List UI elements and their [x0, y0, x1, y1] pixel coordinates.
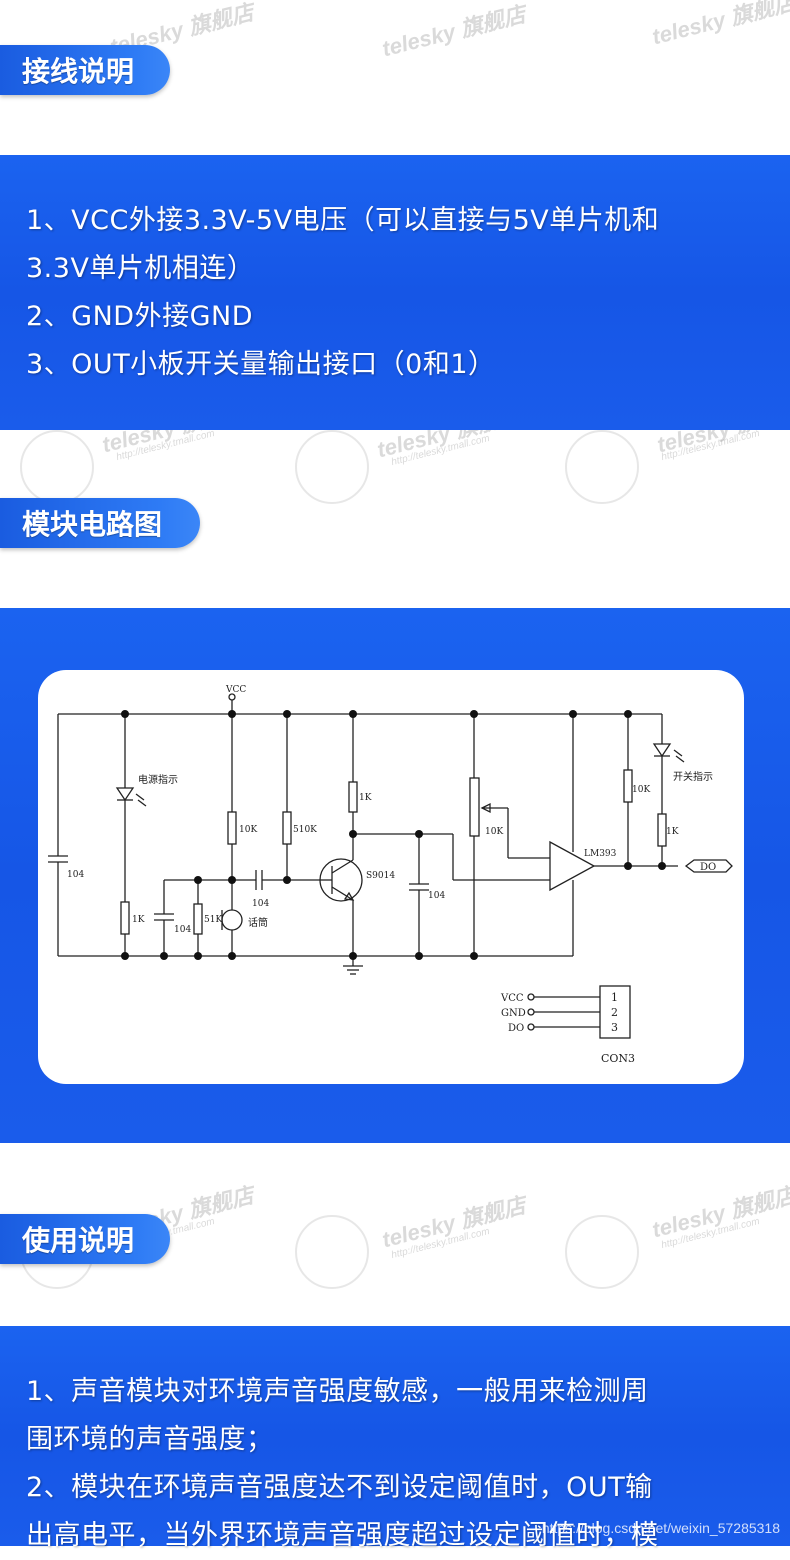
- label-mic: 话筒: [248, 916, 268, 929]
- label-pin2: 2: [611, 1006, 618, 1019]
- watermark-brand: telesky 旗舰店: [379, 1192, 528, 1253]
- label-conn-vcc: VCC: [500, 993, 524, 1004]
- label-cap-series: 104: [252, 899, 269, 909]
- label-cap-right: 104: [428, 891, 445, 901]
- watermark-brand: telesky 旗舰店: [649, 1182, 790, 1243]
- watermark-logo: [565, 430, 639, 504]
- wiring-line: 1、VCC外接3.3V-5V电压（可以直接与5V单片机和: [26, 205, 660, 236]
- label-r-1k-top: 1K: [359, 793, 372, 803]
- label-r-510k: 510K: [293, 825, 317, 835]
- watermark-brand: telesky 旗舰店: [379, 1, 528, 62]
- label-vcc: VCC: [225, 685, 246, 695]
- label-comparator: LM393: [584, 849, 617, 859]
- wiring-line: 3.3V单片机相连）: [26, 253, 255, 284]
- label-conn-gnd: GND: [501, 1008, 526, 1019]
- schematic: VCC 104 电源指示 1K 104 10K 51K 话筒 510K 104 …: [48, 685, 733, 1065]
- watermark-url: http://telesky.tmall.com: [390, 1225, 491, 1262]
- watermark-url: http://telesky.tmall.com: [660, 427, 761, 464]
- wiring-instructions: 1、VCC外接3.3V-5V电压（可以直接与5V单片机和 3.3V单片机相连） …: [26, 197, 750, 389]
- watermark-brand: telesky 旗舰店: [649, 0, 790, 50]
- label-conn-do: DO: [508, 1023, 524, 1034]
- watermark-logo: [295, 1215, 369, 1289]
- watermark-logo: [20, 430, 94, 504]
- watermark-logo: [565, 1215, 639, 1289]
- usage-line: 2、模块在环境声音强度达不到设定阈值时，OUT输: [26, 1472, 653, 1503]
- label-r-1k-right: 1K: [666, 827, 679, 837]
- watermark-url: http://telesky.tmall.com: [660, 1215, 761, 1252]
- watermark-url: http://telesky.tmall.com: [115, 427, 216, 464]
- wiring-line: 2、GND外接GND: [26, 301, 253, 332]
- label-out: DO: [700, 862, 716, 873]
- wiring-panel: 1、VCC外接3.3V-5V电压（可以直接与5V单片机和 3.3V单片机相连） …: [0, 155, 790, 430]
- circuit-diagram: VCC 104 电源指示 1K 104 10K 51K 话筒 510K 104 …: [38, 670, 744, 1084]
- label-cap-left: 104: [67, 870, 84, 880]
- label-transistor: S9014: [366, 871, 395, 881]
- label-r-10k: 10K: [239, 825, 257, 835]
- label-r-10k-right: 10K: [632, 785, 650, 795]
- section-title-wiring: 接线说明: [0, 45, 170, 95]
- wiring-line: 3、OUT小板开关量输出接口（0和1）: [26, 349, 496, 380]
- section-title-circuit: 模块电路图: [0, 498, 200, 548]
- section-title-usage: 使用说明: [0, 1214, 170, 1264]
- watermark-url: http://telesky.tmall.com: [390, 432, 491, 469]
- label-switch-led: 开关指示: [673, 770, 713, 783]
- watermark-logo: [295, 430, 369, 504]
- label-r-1k-left: 1K: [132, 915, 145, 925]
- usage-line: 1、声音模块对环境声音强度敏感，一般用来检测周: [26, 1376, 649, 1407]
- label-r-51k: 51K: [204, 915, 222, 925]
- usage-panel: 1、声音模块对环境声音强度敏感，一般用来检测周 围环境的声音强度； 2、模块在环…: [0, 1326, 790, 1551]
- label-pin3: 3: [611, 1021, 618, 1034]
- label-pot: 10K: [485, 827, 503, 837]
- label-pin1: 1: [611, 991, 618, 1004]
- label-conn-name: CON3: [601, 1052, 635, 1065]
- usage-line: 围环境的声音强度；: [26, 1424, 274, 1455]
- label-cap-mid: 104: [174, 925, 191, 935]
- source-url: https://blog.csdn.net/weixin_57285318: [541, 1520, 780, 1536]
- label-power-led: 电源指示: [138, 773, 178, 786]
